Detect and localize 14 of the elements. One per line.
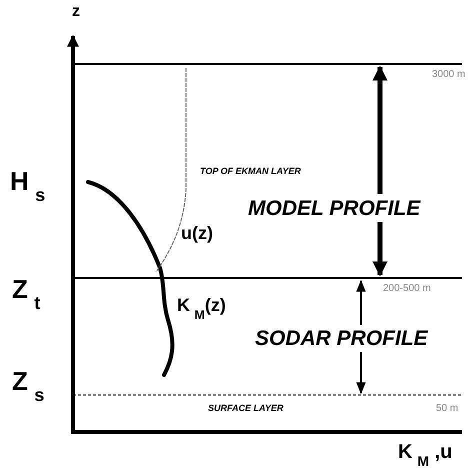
height-label: 3000 m <box>432 70 466 80</box>
region-label: MODEL PROFILE <box>248 198 420 219</box>
height-label: 50 m <box>436 404 458 414</box>
height-label: 200-500 m <box>383 284 431 294</box>
curve-label: u(z) <box>181 224 213 242</box>
axis-label: Z$_{s}$ <box>12 368 44 404</box>
axis-label: Z$_{t}$ <box>12 276 40 312</box>
axis-label: H$_{s}$ <box>10 168 46 204</box>
layer-label: TOP OF EKMAN LAYER <box>200 167 301 176</box>
axis-label: z <box>72 4 80 20</box>
axis-label: K$_{M}$ ,u <box>398 442 452 468</box>
layer-label: SURFACE LAYER <box>208 404 284 413</box>
region-label: SODAR PROFILE <box>255 328 428 349</box>
curve-label: K$_{M}$(z) <box>177 296 226 322</box>
